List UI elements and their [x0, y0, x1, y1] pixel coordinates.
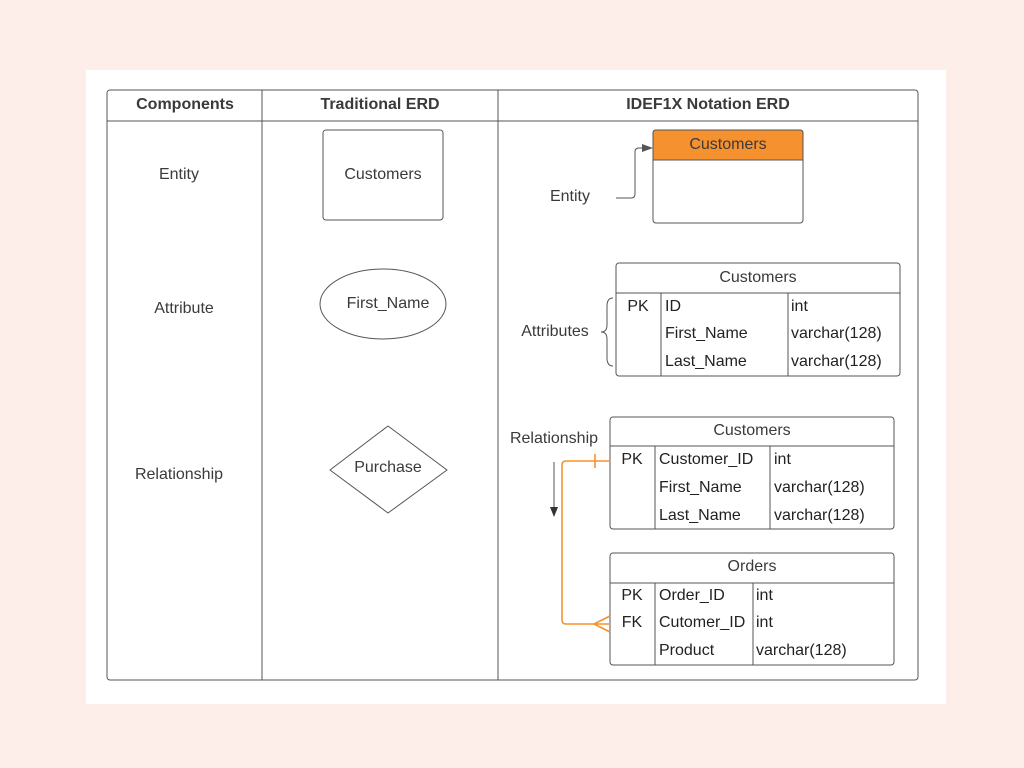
rel-orders-type-3: varchar(128): [756, 642, 847, 659]
rel-customers-name-1: Customer_ID: [659, 451, 753, 468]
idef1x-entity-title: Customers: [689, 136, 766, 153]
attr-type-3: varchar(128): [791, 353, 882, 370]
rel-customers-name-2: First_Name: [659, 479, 742, 496]
attributes-brace: [600, 297, 614, 367]
entity-pointer-arrow: [616, 147, 646, 199]
idef1x-entity-label: Entity: [550, 188, 590, 205]
rel-orders-name-2: Cutomer_ID: [659, 614, 745, 631]
rel-customers-type-1: int: [774, 451, 791, 468]
rel-orders-name-1: Order_ID: [659, 587, 725, 604]
attr-table-frame: [615, 262, 901, 377]
attr-type-1: int: [791, 298, 808, 315]
header-idef1x-erd: IDEF1X Notation ERD: [626, 96, 790, 113]
rel-orders-type-2: int: [756, 614, 773, 631]
attr-table-title: Customers: [719, 269, 796, 286]
rel-customers-table: Customers PK Customer_ID int First_Name …: [609, 416, 895, 530]
erd-comparison-diagram: Components Traditional ERD IDEF1X Notati…: [106, 89, 919, 681]
rel-orders-frame: [609, 552, 895, 666]
comparison-table-frame: [106, 89, 919, 681]
many-cardinality-crowfoot: [592, 615, 611, 633]
traditional-attribute-ellipse: [319, 268, 447, 340]
row-label-relationship: Relationship: [135, 466, 223, 483]
rel-customers-frame: [609, 416, 895, 530]
header-components: Components: [136, 96, 234, 113]
traditional-attribute-text: First_Name: [347, 295, 430, 312]
attr-customers-table: Customers PK ID int First_Name varchar(1…: [615, 262, 901, 377]
idef1x-entity-header: [652, 129, 804, 161]
traditional-relationship-text: Purchase: [354, 459, 422, 476]
row-label-entity: Entity: [159, 166, 199, 183]
rel-orders-type-1: int: [756, 587, 773, 604]
attr-name-1: ID: [665, 298, 681, 315]
rel-customers-type-2: varchar(128): [774, 479, 865, 496]
header-traditional-erd: Traditional ERD: [320, 96, 439, 113]
diagram-canvas: Components Traditional ERD IDEF1X Notati…: [86, 70, 946, 704]
rel-customers-key-1: PK: [621, 451, 643, 468]
idef1x-relationship-label: Relationship: [510, 430, 598, 447]
relationship-pointer-arrowhead: [550, 507, 558, 517]
one-to-many-connector: [561, 460, 610, 625]
rel-orders-key-1: PK: [621, 587, 643, 604]
entity-pointer-arrowhead: [642, 144, 653, 152]
traditional-entity-rectangle: [322, 129, 444, 221]
attr-name-2: First_Name: [665, 325, 748, 342]
idef1x-attributes-label: Attributes: [521, 323, 589, 340]
traditional-entity-text: Customers: [344, 166, 421, 183]
rel-customers-type-3: varchar(128): [774, 507, 865, 524]
row-label-attribute: Attribute: [154, 300, 214, 317]
attr-name-3: Last_Name: [665, 353, 747, 370]
attr-key-1: PK: [627, 298, 649, 315]
rel-customers-title: Customers: [713, 422, 790, 439]
rel-orders-table: Orders PK Order_ID int FK Cutomer_ID int…: [609, 552, 895, 666]
attr-type-2: varchar(128): [791, 325, 882, 342]
rel-customers-name-3: Last_Name: [659, 507, 741, 524]
rel-orders-key-2: FK: [622, 614, 643, 631]
traditional-relationship-diamond: [329, 425, 448, 514]
rel-orders-name-3: Product: [659, 642, 715, 659]
rel-orders-title: Orders: [728, 558, 777, 575]
